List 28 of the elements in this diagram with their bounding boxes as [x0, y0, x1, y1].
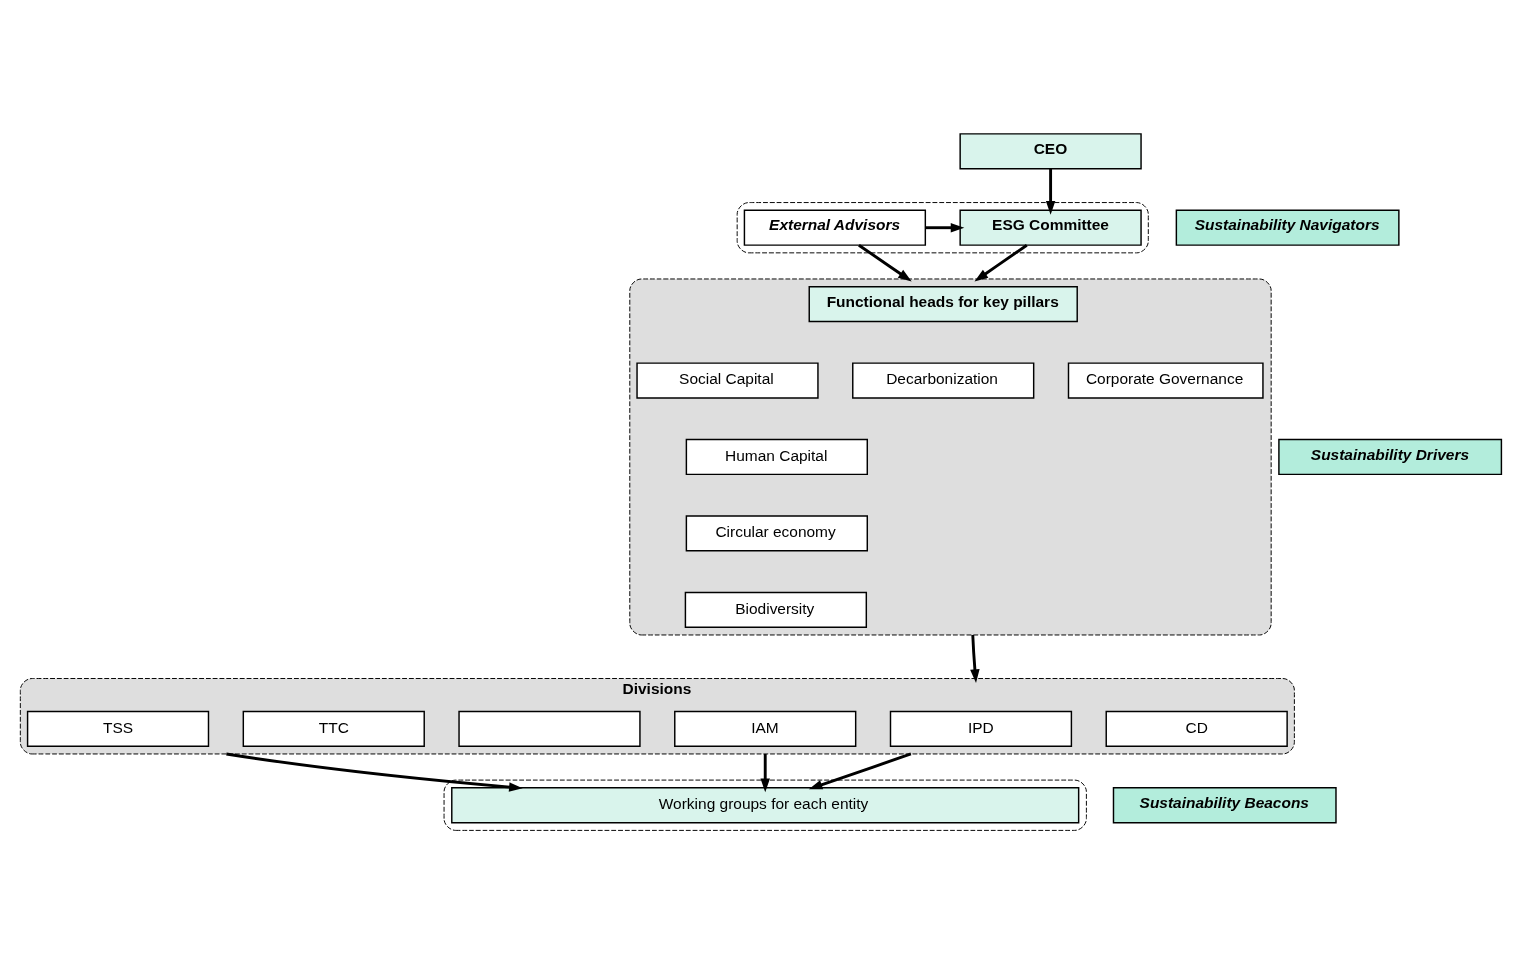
arrow	[760, 753, 770, 793]
node-box: CD	[1105, 710, 1288, 747]
node-box: Functional heads for key pillars	[808, 286, 1078, 323]
arrow	[974, 244, 1028, 282]
cluster	[629, 278, 1272, 636]
arrow	[226, 752, 523, 792]
node-box: TTC	[242, 710, 425, 747]
node-box: IAM	[674, 710, 857, 747]
node-box: Biodiversity	[684, 591, 868, 628]
node-box: Decarbonization	[852, 362, 1035, 399]
node-box	[458, 710, 641, 747]
node-box: Sustainability Drivers	[1278, 438, 1503, 476]
node-box: CEO	[959, 133, 1142, 170]
node-box: External Advisors	[743, 209, 927, 246]
node-box: Circular economy	[685, 515, 868, 552]
node-box: Corporate Governance	[1067, 362, 1264, 399]
node-box: Human Capital	[685, 438, 868, 476]
node-box: TSS	[26, 710, 210, 747]
arrow	[970, 634, 980, 683]
node-box: Working groups for each entity	[451, 787, 1080, 824]
arrow	[925, 222, 965, 233]
node-box: ESG Committee	[959, 209, 1142, 246]
node-box: Social Capital	[636, 362, 819, 399]
node-box: Sustainability Navigators	[1175, 209, 1400, 246]
arrow	[1045, 168, 1056, 215]
node-box: IPD	[889, 710, 1073, 747]
node-box: Sustainability Beacons	[1112, 787, 1337, 824]
arrow	[858, 244, 912, 282]
